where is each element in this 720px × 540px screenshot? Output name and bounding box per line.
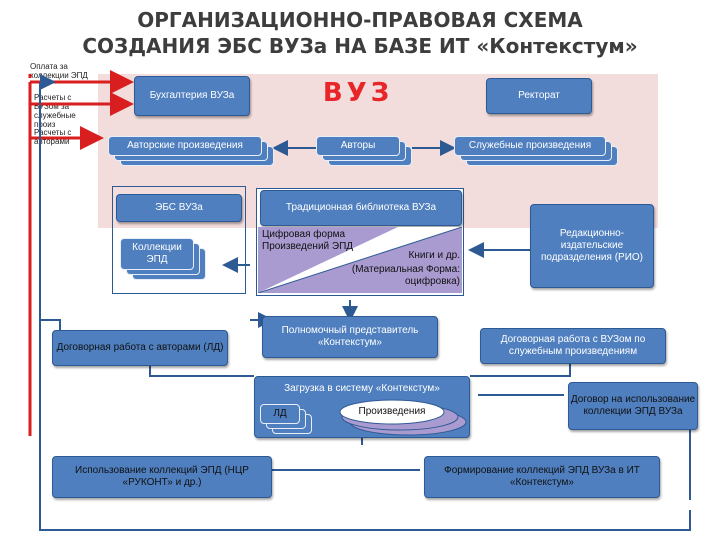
ebs-box[interactable]: ЭБС ВУЗа (116, 194, 242, 222)
representative-label: Полномочный представитель «Контекстум» (281, 325, 419, 348)
contract-vuz-label: Договорная работа с ВУЗом по служебным п… (500, 334, 646, 357)
settle-authors-label: Расчеты с авторами (34, 128, 72, 146)
collections-box[interactable]: Коллекции ЭПД (120, 238, 194, 270)
works-ellipses (339, 399, 467, 436)
contract-usage-label: Договор на использование коллекции ЭПД В… (570, 394, 696, 417)
collections-label: Коллекции ЭПД (132, 242, 182, 265)
library-label: Традиционная библиотека ВУЗа (285, 202, 437, 213)
upload-label: Загрузка в систему «Контекстум» (284, 383, 440, 394)
ld-label: ЛД (273, 408, 287, 419)
formation-label: Формирование коллекций ЭПД ВУЗа в ИТ «Ко… (444, 465, 640, 488)
contract-usage-box[interactable]: Договор на использование коллекции ЭПД В… (568, 382, 698, 430)
diagram-title-line1: ОРГАНИЗАЦИОННО-ПРАВОВАЯ СХЕМА (137, 8, 583, 32)
usage-box[interactable]: Использование коллекций ЭПД (НЦР «РУКОНТ… (52, 456, 272, 498)
digital-form-text: Цифровая форма Произведений ЭПД (262, 229, 354, 252)
material-form-text: (Материальная Форма: оцифровка) (351, 264, 460, 287)
library-box[interactable]: Традиционная библиотека ВУЗа (260, 190, 462, 226)
vuz-heading: ВУЗ (322, 78, 394, 108)
rectorate-box[interactable]: Ректорат (486, 78, 592, 114)
ebs-label: ЭБС ВУЗа (155, 202, 203, 213)
ebs-container (112, 186, 246, 294)
representative-box[interactable]: Полномочный представитель «Контекстум» (262, 316, 438, 358)
contract-authors-box[interactable]: Договорная работа с авторами (ЛД) (52, 330, 228, 366)
settle-vuz-label: Расчеты с ВУЗом за служебные произ (34, 93, 76, 129)
rio-box[interactable]: Редакционно-издательские подразделения (… (530, 204, 654, 288)
service-works-box[interactable]: Служебные произведения (454, 136, 606, 156)
service-works-label: Служебные произведения (468, 140, 592, 151)
works-text: Произведения (358, 406, 426, 417)
usage-label: Использование коллекций ЭПД (НЦР «РУКОНТ… (75, 465, 249, 488)
author-works-box[interactable]: Авторские произведения (108, 136, 262, 156)
accounting-label: Бухгалтерия ВУЗа (149, 90, 235, 101)
payment-label: Оплата за коллекции ЭПД (30, 62, 88, 80)
library-split (258, 227, 462, 293)
diagram-title-line2: СОЗДАНИЯ ЭБС ВУЗа НА БАЗЕ ИТ «Контекстум… (82, 34, 638, 58)
contract-authors-label: Договорная работа с авторами (ЛД) (56, 342, 224, 353)
books-text: Книги и др. (408, 250, 460, 261)
formation-box[interactable]: Формирование коллекций ЭПД ВУЗа в ИТ «Ко… (424, 456, 660, 498)
accounting-box[interactable]: Бухгалтерия ВУЗа (134, 76, 250, 116)
authors-label: Авторы (340, 140, 376, 151)
ld-box[interactable]: ЛД (260, 404, 300, 424)
contract-vuz-box[interactable]: Договорная работа с ВУЗом по служебным п… (480, 328, 666, 364)
author-works-label: Авторские произведения (127, 140, 243, 151)
authors-box[interactable]: Авторы (316, 136, 400, 156)
rectorate-label: Ректорат (518, 90, 560, 101)
rio-label: Редакционно-издательские подразделения (… (540, 228, 644, 263)
